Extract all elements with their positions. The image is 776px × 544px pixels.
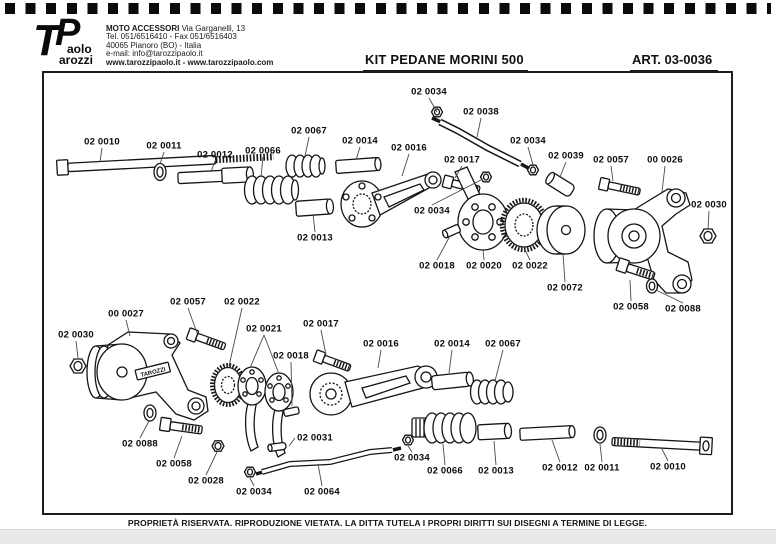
address-line-5: www.tarozzipaolo.it - www.tarozzipaolo.c… (106, 57, 274, 67)
nut-drawing (401, 434, 415, 446)
bracket-drawing (593, 188, 693, 294)
company-address-block: MOTO ACCESSORI Via Garganelli, 13 Tel. 0… (106, 24, 274, 67)
nut-drawing (699, 228, 717, 244)
part-label: 02 0021 (246, 323, 282, 335)
part-label: 02 0038 (463, 106, 499, 118)
bracket-drawing: TAROZZI (86, 331, 209, 421)
part-label: 02 0066 (427, 465, 463, 477)
part-label: 02 0012 (197, 149, 233, 161)
part-label: 02 0016 (363, 338, 399, 350)
part-label: 02 0011 (146, 140, 182, 152)
bolt-drawing (615, 257, 656, 281)
clevis-drawing (545, 171, 575, 197)
part-label: 02 0058 (156, 458, 192, 470)
part-label: 00 0026 (647, 154, 683, 166)
part-label: 02 0034 (411, 86, 447, 98)
part-label: 02 0034 (394, 452, 430, 464)
logo-text-aolo: aolo (67, 42, 92, 56)
part-label: 00 0027 (108, 308, 144, 320)
bolt-drawing (597, 177, 641, 196)
part-label: 02 0017 (444, 154, 480, 166)
part-label: 02 0088 (122, 438, 158, 450)
tube-drawing (430, 371, 474, 391)
part-label: 02 0031 (297, 432, 333, 444)
part-label: 02 0013 (297, 232, 333, 244)
logo-letter-p: P (55, 12, 81, 54)
spring-drawing (411, 412, 477, 444)
part-label: 02 0028 (188, 475, 224, 487)
washer-drawing (645, 278, 659, 294)
nut-drawing (243, 466, 257, 478)
tarozzi-logo: T P aolo arozzi (33, 12, 108, 70)
part-label: 02 0066 (245, 145, 281, 157)
part-label: 02 0018 (419, 260, 455, 272)
part-label: 02 0022 (512, 260, 548, 272)
part-label: 02 0088 (665, 303, 701, 315)
part-label: 02 0014 (342, 135, 378, 147)
part-label: 02 0067 (485, 338, 521, 350)
part-label: 02 0058 (613, 301, 649, 313)
part-label: 02 0020 (466, 260, 502, 272)
lower-assembly-drawing: TAROZZI (69, 327, 713, 478)
tube-drawing (335, 156, 382, 174)
nut-drawing (69, 358, 87, 374)
binder-holes (5, 3, 771, 14)
bolt-drawing (158, 416, 203, 435)
part-label: 02 0013 (478, 465, 514, 477)
part-label: 02 0014 (434, 338, 470, 350)
part-label: 02 0057 (593, 154, 629, 166)
bolt-drawing (55, 153, 274, 176)
nut-drawing (526, 164, 540, 176)
part-label: 02 0030 (691, 199, 727, 211)
nut-drawing (479, 171, 493, 183)
part-label: 02 0010 (84, 136, 120, 148)
washer-drawing (593, 426, 607, 444)
part-label: 02 0016 (391, 142, 427, 154)
part-label: 02 0012 (542, 462, 578, 474)
logo-text-arozzi: arozzi (59, 53, 94, 67)
bush-drawing (477, 422, 513, 441)
page-bottom-edge (0, 529, 776, 544)
part-label: 02 0034 (510, 135, 546, 147)
bush-drawing (294, 198, 335, 217)
street: Via Garganelli, 13 (179, 24, 246, 33)
part-label: 02 0034 (236, 486, 272, 498)
part-label: 02 0067 (291, 125, 327, 137)
part-label: 02 0072 (547, 282, 583, 294)
address-line-1: MOTO ACCESSORI Via Garganelli, 13 (106, 24, 273, 33)
address-line-3: 40065 Pianoro (BO) - Italia (106, 40, 202, 50)
brake-rod-drawing (255, 446, 402, 476)
part-label: 02 0039 (548, 150, 584, 162)
part-label: 02 0057 (170, 296, 206, 308)
pin-drawing (267, 441, 287, 453)
address-line-2: Tel. 051/6516410 - Fax 051/6516403 (106, 32, 237, 42)
bolt-drawing (185, 327, 227, 351)
company-name: MOTO ACCESSORI (106, 24, 180, 33)
nut-drawing (211, 440, 225, 452)
spring-drawing (469, 379, 514, 405)
part-label: 02 0030 (58, 329, 94, 341)
spring-drawing (243, 175, 300, 205)
pin-drawing (283, 406, 300, 417)
link-plate-drawing (237, 366, 267, 452)
disc-drawing (536, 205, 586, 255)
footer-legal-text: PROPRIETÀ RISERVATA. RIPRODUZIONE VIETAT… (127, 518, 648, 528)
spring-drawing (285, 154, 326, 178)
washer-drawing (153, 162, 167, 182)
part-label: 02 0011 (584, 462, 620, 474)
bolt-drawing (611, 436, 713, 456)
part-label: 02 0034 (414, 205, 450, 217)
part-label: 02 0022 (224, 296, 260, 308)
part-label: 02 0018 (273, 350, 309, 362)
washer-drawing (143, 404, 157, 422)
address-line-4: e-mail: info@tarozzipaolo.it (106, 49, 203, 59)
logo-letter-t: T (33, 16, 60, 65)
tube-drawing (519, 424, 576, 441)
part-label: 02 0064 (304, 486, 340, 498)
part-label: 02 0010 (650, 461, 686, 473)
part-label: 02 0017 (303, 318, 339, 330)
